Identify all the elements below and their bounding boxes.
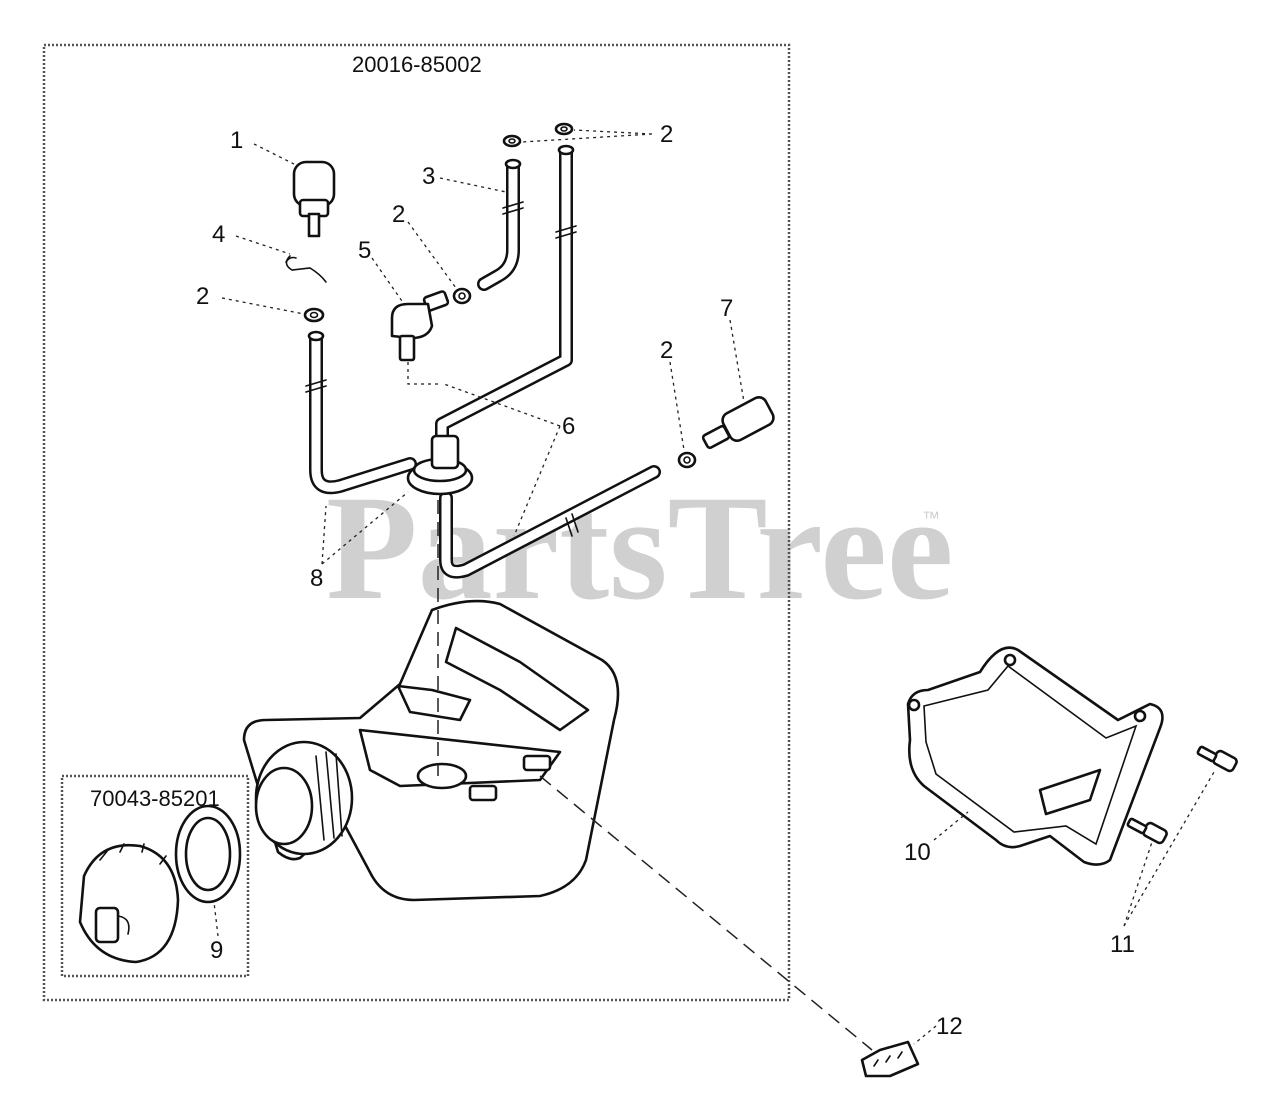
guide-line-elbow bbox=[407, 362, 440, 385]
guide-line-tank-to-foot bbox=[539, 775, 873, 1051]
leader-10 bbox=[933, 811, 969, 841]
leader-2c bbox=[521, 129, 653, 143]
callout-7[interactable]: 7 bbox=[720, 295, 733, 322]
callout-2[interactable]: 2 bbox=[196, 283, 209, 310]
cap-assembly-box bbox=[60, 774, 250, 978]
leader-11 bbox=[1123, 771, 1215, 927]
leader-5 bbox=[371, 257, 405, 305]
leader-1 bbox=[253, 143, 295, 165]
leader-2b bbox=[407, 221, 457, 289]
part-2-washers[interactable] bbox=[303, 122, 697, 469]
part-10-tank-bracket[interactable] bbox=[906, 646, 1164, 866]
leader-6 bbox=[443, 383, 561, 537]
part-1-vent-cap[interactable] bbox=[292, 160, 336, 238]
callout-10[interactable]: 10 bbox=[904, 839, 931, 866]
watermark-trademark: ™ bbox=[922, 508, 940, 528]
part-11-screws[interactable] bbox=[1126, 745, 1238, 845]
leader-3 bbox=[439, 177, 507, 193]
callout-6[interactable]: 6 bbox=[562, 413, 575, 440]
callout-1[interactable]: 1 bbox=[230, 127, 243, 154]
part-7-fuel-filter[interactable] bbox=[701, 394, 776, 450]
callout-2[interactable]: 2 bbox=[392, 201, 405, 228]
leader-9 bbox=[213, 901, 219, 937]
main-assembly-box bbox=[42, 43, 791, 1002]
callout-4[interactable]: 4 bbox=[212, 221, 225, 248]
callout-11[interactable]: 11 bbox=[1110, 931, 1135, 958]
part-5-elbow-fitting[interactable] bbox=[390, 290, 450, 362]
part-12-tank-foot[interactable] bbox=[860, 1040, 920, 1078]
callout-8[interactable]: 8 bbox=[310, 565, 323, 592]
leader-4 bbox=[235, 235, 291, 255]
callout-2[interactable]: 2 bbox=[660, 337, 673, 364]
callout-12[interactable]: 12 bbox=[936, 1013, 963, 1040]
callout-3[interactable]: 3 bbox=[422, 163, 435, 190]
part-3-fuel-line[interactable] bbox=[477, 158, 524, 291]
leader-8 bbox=[321, 491, 409, 565]
fuel-cap[interactable] bbox=[78, 843, 180, 964]
part-4-clip[interactable] bbox=[285, 255, 327, 283]
callout-5[interactable]: 5 bbox=[358, 237, 371, 264]
leader-12 bbox=[913, 1025, 937, 1045]
fuel-tank[interactable] bbox=[242, 599, 620, 902]
main-assembly-code[interactable]: 20016-85002 bbox=[352, 52, 482, 77]
leader-2d bbox=[669, 361, 685, 451]
leader-2a bbox=[221, 297, 305, 315]
leader-7 bbox=[729, 319, 745, 403]
callout-2[interactable]: 2 bbox=[660, 121, 673, 148]
callout-9[interactable]: 9 bbox=[210, 937, 223, 964]
part-9-cap-gasket[interactable] bbox=[174, 804, 242, 904]
part-8-fuel-filter-line[interactable] bbox=[305, 330, 474, 496]
